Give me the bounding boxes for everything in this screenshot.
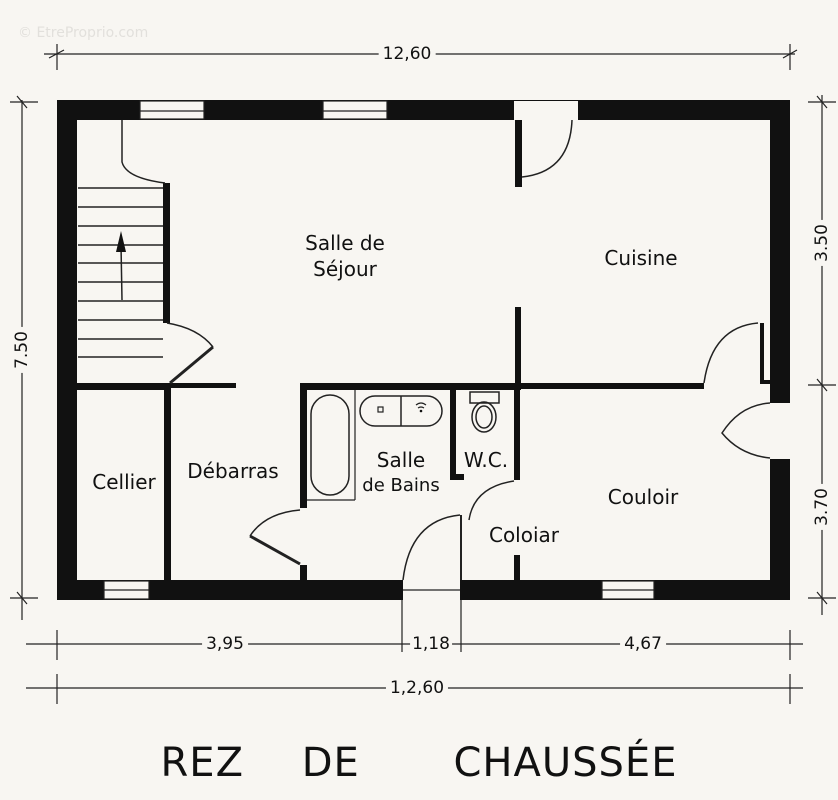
dimension-right-lower: 3.70 <box>812 484 832 530</box>
room-label-bains-line2: de Bains <box>362 475 440 496</box>
room-label-debarras: Débarras <box>187 459 279 483</box>
plan-title-word2: DE <box>301 740 360 786</box>
room-label-cellier: Cellier <box>92 470 156 494</box>
plan-title-word1: REZ <box>160 740 244 786</box>
toilet-icon <box>469 391 500 433</box>
room-label-sejour: Salle de Séjour <box>305 230 385 282</box>
plan-title-word3: CHAUSSÉE <box>453 740 678 786</box>
dimension-lines <box>10 44 836 704</box>
windows <box>103 100 655 600</box>
room-label-bains-line1: Salle <box>376 448 426 472</box>
dimension-left-total: 7.50 <box>12 327 32 373</box>
dimension-bottom-seg2: 1,18 <box>410 634 452 654</box>
watermark: © EtreProprio.com <box>18 25 149 41</box>
room-label-coloiar: Coloiar <box>488 523 560 547</box>
dimension-right-upper: 3.50 <box>812 220 832 266</box>
dimension-bottom-seg3: 4,67 <box>620 634 666 654</box>
interior-walls <box>77 120 770 580</box>
bathtub-icon <box>310 394 350 496</box>
stair-arrow-icon <box>116 231 126 252</box>
room-label-salle-de-bains: Salle de Bains <box>362 447 439 499</box>
staircase <box>78 120 166 358</box>
dimension-top-total: 12,60 <box>378 44 436 64</box>
dimension-bottom-seg1: 3,95 <box>202 634 248 654</box>
room-label-sejour-line2: Séjour <box>313 257 377 281</box>
room-label-cuisine: Cuisine <box>604 246 678 270</box>
sink-icon <box>359 395 443 427</box>
room-label-sejour-line1: Salle de <box>305 231 385 255</box>
room-label-wc: W.C. <box>463 448 509 472</box>
room-label-couloir: Couloir <box>607 485 679 509</box>
plan-title: REZ DE CHAUSSÉE <box>161 740 678 786</box>
doors <box>166 119 771 581</box>
dimension-bottom-total: 1,2,60 <box>385 678 449 698</box>
